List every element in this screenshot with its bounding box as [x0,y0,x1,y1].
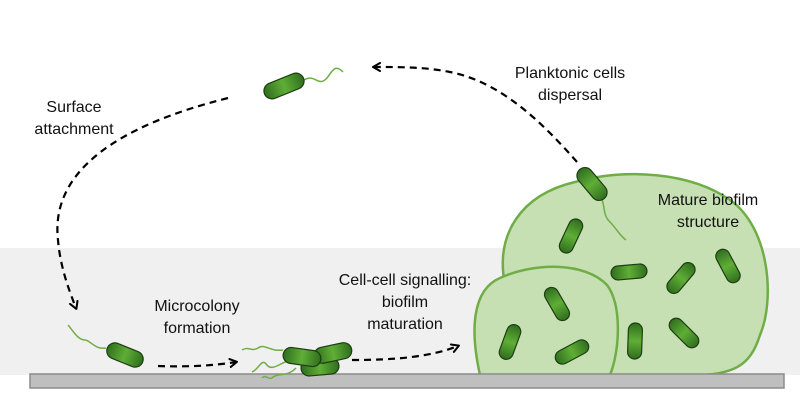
surface-attachment-label: Surface attachment [18,97,130,141]
label-line: Surface [46,99,102,116]
label-line: formation [163,320,231,337]
bacterium [610,263,648,281]
signalling-label: Cell-cell signalling: biofilm maturation [320,270,490,336]
flagella [67,67,627,380]
dispersal-arrow [372,62,578,163]
bacterium [106,342,144,368]
label-line: attachment [34,121,114,138]
bacterium [715,248,741,284]
planktonic-label: Planktonic cells dispersal [500,63,640,107]
surface-attachment-arrow [56,96,229,310]
label-line: biofilm [381,294,429,311]
bacterium [627,322,643,360]
early-biofilm-mass [473,265,620,377]
bacteria [106,72,741,377]
label-line: Cell-cell signalling: [338,272,472,289]
microcolony-label: Microcolony formation [132,296,262,340]
bacterium [554,339,590,365]
bacterium [668,317,700,349]
bacterium [282,346,322,368]
maturation-arrow [351,343,460,362]
label-line: dispersal [537,87,603,104]
substrate-surface [29,373,785,389]
mature-biofilm-label: Mature biofilm structure [638,190,778,234]
bacterium [558,218,584,254]
bacterium [498,324,522,360]
label-line: maturation [367,316,443,333]
label-line: Microcolony [154,298,240,315]
label-line: Planktonic cells [514,65,626,82]
microcolony-arrow [157,358,238,368]
bacterium [576,166,608,202]
label-line: Mature biofilm [657,192,759,209]
bacterium [666,261,696,295]
bacterium [263,72,305,100]
bacterium [543,286,571,322]
label-line: structure [676,214,740,231]
